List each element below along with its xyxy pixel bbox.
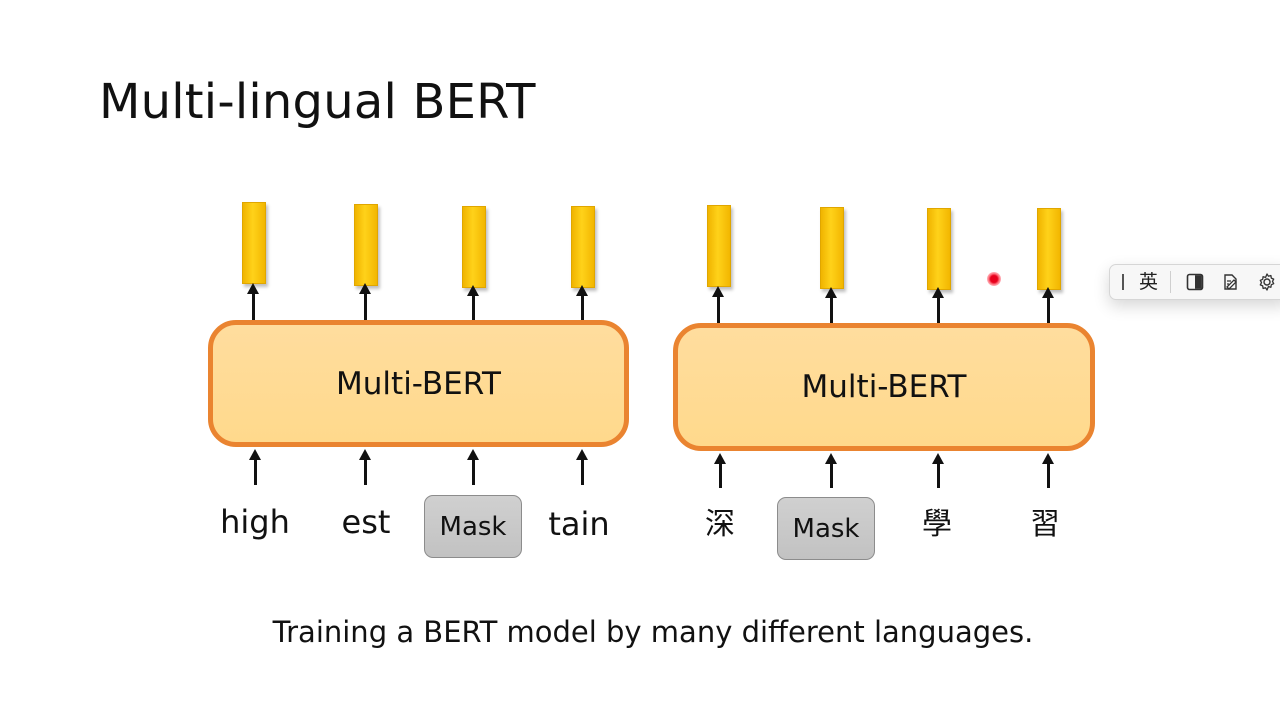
input-token: 深	[705, 507, 735, 542]
output-vector	[1037, 208, 1061, 290]
output-vector	[462, 206, 486, 288]
mask-token: Mask	[424, 495, 522, 558]
output-vector	[927, 208, 951, 290]
half-width-toggle-icon[interactable]	[1183, 270, 1207, 294]
arrow-up	[1042, 453, 1054, 488]
arrow-up	[467, 285, 479, 322]
arrow-up	[576, 449, 588, 485]
multi-bert-label: Multi-BERT	[801, 369, 967, 405]
grip-icon[interactable]	[1122, 274, 1124, 290]
input-token: est	[341, 503, 391, 541]
arrow-up	[576, 285, 588, 322]
arrow-up	[714, 453, 726, 488]
output-vector	[571, 206, 595, 288]
mask-label: Mask	[792, 513, 860, 544]
output-vector	[242, 202, 266, 284]
mask-token: Mask	[777, 497, 875, 560]
toolbar-divider	[1170, 271, 1172, 293]
input-token: tain	[548, 505, 610, 543]
multi-bert-label: Multi-BERT	[336, 365, 501, 402]
multi-bert-box: Multi-BERT	[208, 320, 629, 447]
mask-label: Mask	[439, 511, 507, 542]
output-vector	[820, 207, 844, 289]
arrow-up	[249, 449, 261, 485]
gear-icon[interactable]	[1255, 270, 1279, 294]
arrow-up	[825, 287, 837, 325]
slide-caption: Training a BERT model by many different …	[272, 615, 1034, 649]
slide-title: Multi-lingual BERT	[99, 74, 536, 130]
arrow-up	[359, 449, 371, 485]
arrow-up	[932, 453, 944, 488]
arrow-up	[1042, 287, 1054, 325]
arrow-up	[359, 283, 371, 322]
arrow-up	[467, 449, 479, 485]
arrow-up	[932, 287, 944, 325]
ime-toolbar: 英	[1109, 264, 1280, 300]
ime-pad-icon[interactable]	[1219, 270, 1243, 294]
input-token: 習	[1030, 507, 1060, 542]
laser-pointer-dot	[987, 272, 1001, 286]
input-token: high	[220, 503, 290, 541]
input-language-toggle[interactable]: 英	[1139, 270, 1159, 293]
output-vector	[354, 204, 378, 286]
output-vector	[707, 205, 731, 287]
arrow-up	[712, 286, 724, 325]
input-token: 學	[922, 507, 952, 542]
multi-bert-box: Multi-BERT	[673, 323, 1095, 451]
arrow-up	[825, 453, 837, 488]
arrow-up	[247, 283, 259, 322]
